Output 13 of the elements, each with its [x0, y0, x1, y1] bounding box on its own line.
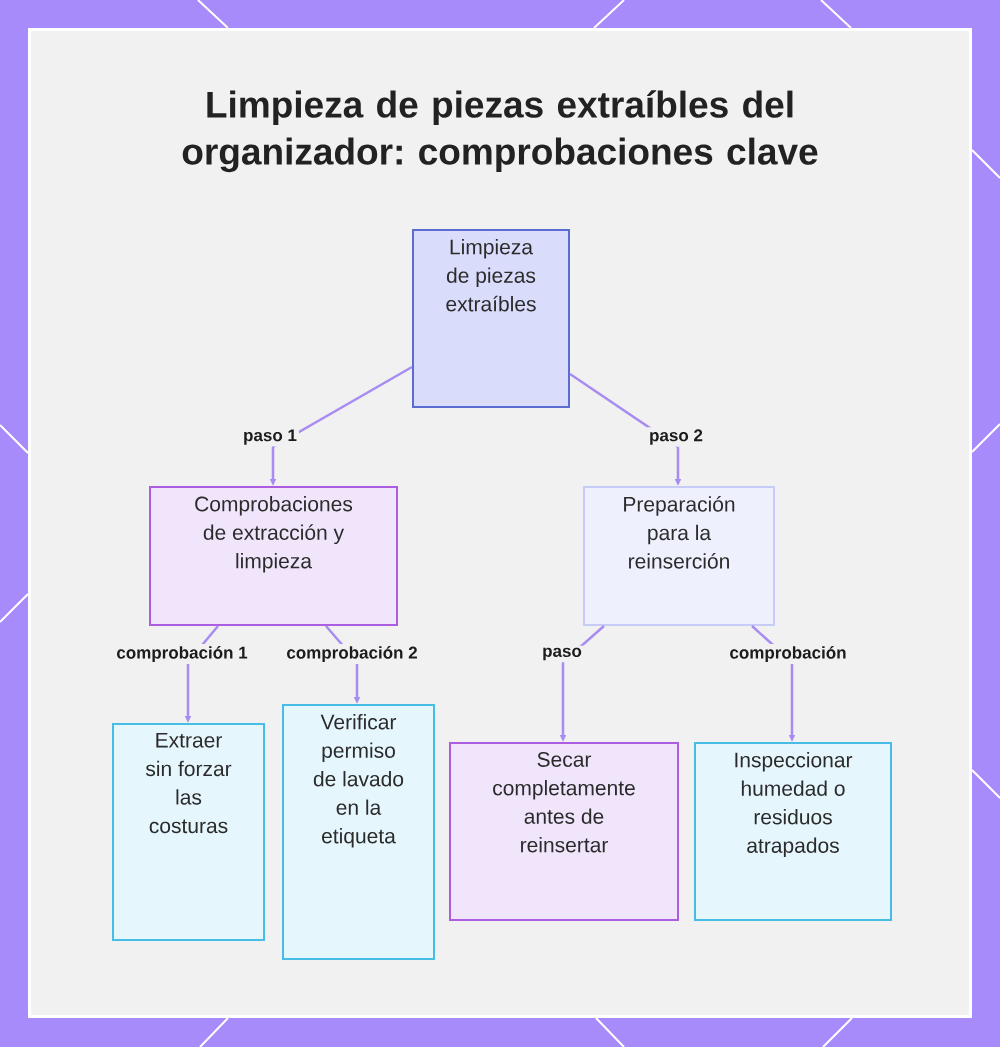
edge-label: comprobación 2	[284, 644, 420, 664]
title: Limpieza de piezas extraíbles del organizador: comprobaciones clave	[182, 90, 818, 173]
process-box: Preparación para la reinserción	[583, 486, 775, 626]
edge-label: comprobación	[727, 644, 849, 664]
edge-label: comprobación 1	[114, 644, 250, 664]
process-box: Comprobaciones de extracción y limpieza	[149, 486, 398, 626]
process-box: Inspeccionar humedad o residuos atrapados	[694, 742, 892, 921]
process-box: Extraer sin forzar las costuras	[112, 723, 265, 941]
process-box: Secar completamente antes de reinsertar	[449, 742, 679, 921]
edge-label: paso 1	[241, 427, 299, 447]
process-box: Limpieza de piezas extraíbles	[412, 229, 570, 408]
edge-label: paso 2	[647, 427, 705, 447]
process-box: Verificar permiso de lavado en la etiqueta	[282, 704, 435, 960]
